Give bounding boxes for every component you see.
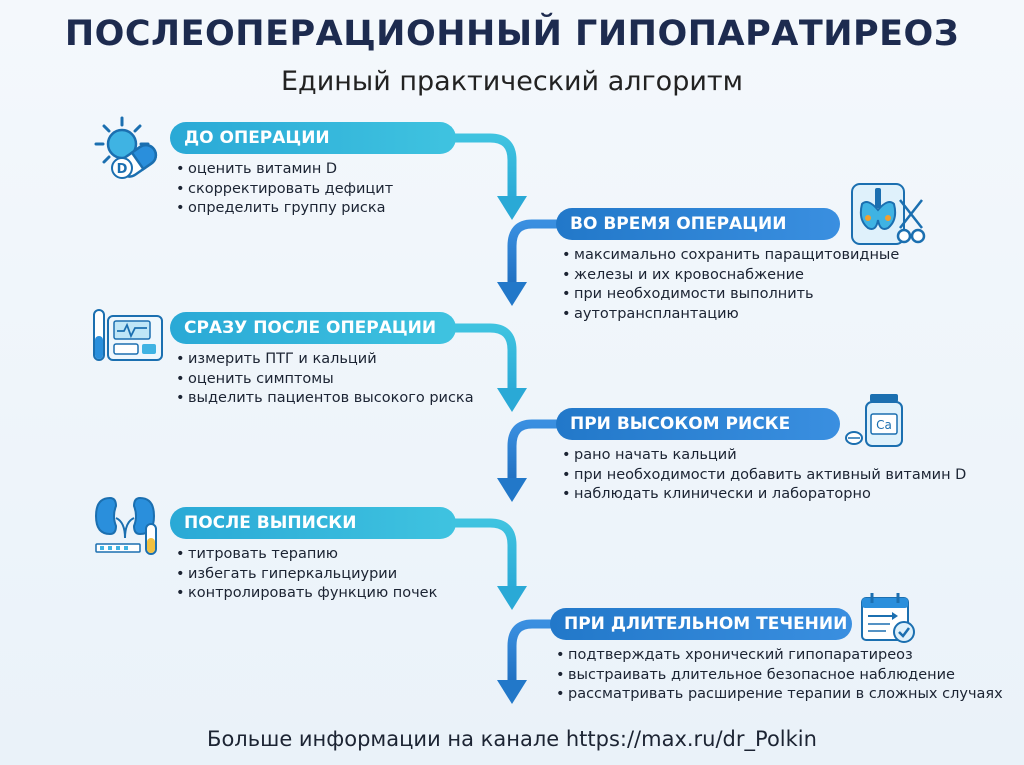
step-long-term-label: ПРИ ДЛИТЕЛЬНОМ ТЕЧЕНИИ [550, 608, 852, 640]
list-item: оценить симптомы [176, 370, 474, 390]
list-item: титровать терапию [176, 545, 437, 565]
step-before-surgery-list: оценить витамин D скорректировать дефици… [176, 160, 393, 219]
step-high-risk-label: ПРИ ВЫСОКОМ РИСКЕ [556, 408, 840, 440]
arrow-step1-to-step2 [455, 133, 527, 220]
step-long-term-list: подтверждать хронический гипопаратиреоз … [556, 646, 1003, 705]
arrow-step6-to-end [497, 619, 552, 704]
list-item: выстраивать длительное безопасное наблюд… [556, 666, 1003, 686]
list-item: максимально сохранить паращитовидные [562, 246, 899, 266]
list-item: подтверждать хронический гипопаратиреоз [556, 646, 1003, 666]
svg-text:D: D [117, 162, 128, 177]
step-after-surgery-list: измерить ПТГ и кальций оценить симптомы … [176, 350, 474, 409]
arrow-step4-to-step5 [497, 419, 558, 502]
list-item: при необходимости добавить активный вита… [562, 466, 966, 486]
step-after-discharge-list: титровать терапию избегать гиперкальциур… [176, 545, 437, 604]
page-title: ПОСЛЕОПЕРАЦИОННЫЙ ГИПОПАРАТИРЕОЗ [64, 14, 960, 54]
list-item: рано начать кальций [562, 446, 966, 466]
list-item: железы и их кровоснабжение [562, 266, 899, 286]
thyroid-surgery-scissors-icon [851, 183, 926, 245]
page-subtitle: Единый практический алгоритм [281, 66, 743, 97]
arrow-step3-to-step4 [455, 323, 527, 412]
list-item: измерить ПТГ и кальций [176, 350, 474, 370]
arrow-step2-to-step3 [497, 219, 558, 306]
list-item: контролировать функцию почек [176, 584, 437, 604]
list-item: аутотрансплантацию [562, 305, 899, 325]
list-item: скорректировать дефицит [176, 180, 393, 200]
calendar-checklist-icon [861, 593, 915, 643]
footer-channel-link-text: Больше информации на канале https://max.… [207, 727, 817, 751]
list-item: определить группу риска [176, 199, 393, 219]
list-item: рассматривать расширение терапии в сложн… [556, 685, 1003, 705]
list-item: избегать гиперкальциурии [176, 565, 437, 585]
step-after-surgery-label: СРАЗУ ПОСЛЕ ОПЕРАЦИИ [170, 312, 456, 344]
step-high-risk-list: рано начать кальций при необходимости до… [562, 446, 966, 505]
list-item: при необходимости выполнить [562, 285, 899, 305]
step-during-surgery-list: максимально сохранить паращитовидные жел… [562, 246, 899, 324]
sun-vitamin-d-capsule-icon: D [94, 116, 158, 179]
step-before-surgery-label: ДО ОПЕРАЦИИ [170, 122, 456, 154]
step-after-discharge-label: ПОСЛЕ ВЫПИСКИ [170, 507, 456, 539]
list-item: выделить пациентов высокого риска [176, 389, 474, 409]
kidneys-test-strip-icon [94, 496, 157, 555]
arrow-step5-to-step6 [455, 518, 527, 610]
step-during-surgery-label: ВО ВРЕМЯ ОПЕРАЦИИ [556, 208, 840, 240]
calcium-pill-bottle-icon: Ca [845, 394, 903, 447]
lab-analyzer-test-tube-icon [93, 309, 163, 361]
calcium-label: Ca [876, 418, 892, 432]
list-item: наблюдать клинически и лабораторно [562, 485, 966, 505]
list-item: оценить витамин D [176, 160, 393, 180]
